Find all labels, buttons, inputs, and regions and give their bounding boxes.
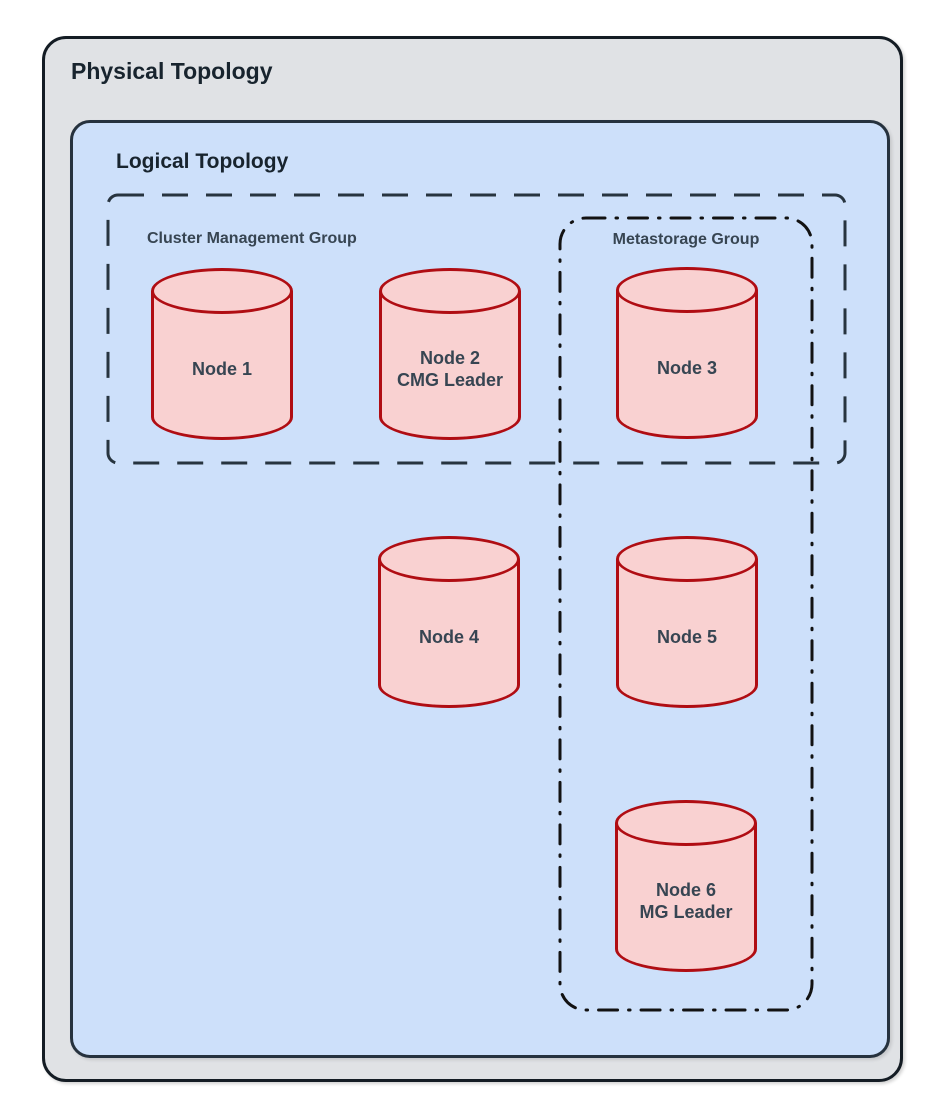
node-4-name: Node 4 <box>418 627 479 647</box>
node-2-shape: Node 2 CMG Leader <box>379 268 521 440</box>
node-5-shape: Node 5 <box>616 536 758 708</box>
node-2-cylinder-top <box>379 268 521 314</box>
node-1-cylinder-top <box>151 268 293 314</box>
node-1-shape: Node 1 <box>151 268 293 440</box>
node-3-cylinder-body <box>616 290 758 439</box>
node-4-label: Node 4 <box>382 566 516 708</box>
metastorage-group-label: Metastorage Group <box>612 231 760 248</box>
node-6-cylinder-top <box>615 800 757 846</box>
node-5-cylinder-body <box>616 559 758 708</box>
node-2-role: CMG Leader <box>396 370 504 390</box>
node-6-shape: Node 6 MG Leader <box>615 800 757 972</box>
node-6-role: MG Leader <box>639 902 733 922</box>
node-3-name: Node 3 <box>656 358 717 378</box>
node-4-cylinder-body <box>378 559 520 708</box>
node-3-label: Node 3 <box>620 297 754 439</box>
node-6-label: Node 6 MG Leader <box>619 830 753 972</box>
cluster-management-group-label: Cluster Management Group <box>147 230 357 247</box>
node-1-name: Node 1 <box>191 359 252 379</box>
logical-topology-title: Logical Topology <box>116 150 289 173</box>
node-1-label: Node 1 <box>155 298 289 440</box>
node-2-cylinder-body <box>379 291 521 440</box>
node-1-cylinder-body <box>151 291 293 440</box>
node-4-cylinder-top <box>378 536 520 582</box>
node-2-name: Node 2 <box>419 348 480 368</box>
node-5-name: Node 5 <box>656 627 717 647</box>
node-5-cylinder-top <box>616 536 758 582</box>
node-3-shape: Node 3 <box>616 267 758 439</box>
node-6-cylinder-body <box>615 823 757 972</box>
node-5-label: Node 5 <box>620 566 754 708</box>
node-3-cylinder-top <box>616 267 758 313</box>
node-2-label: Node 2 CMG Leader <box>383 298 517 440</box>
physical-topology-title: Physical Topology <box>71 58 273 84</box>
node-6-name: Node 6 <box>655 880 716 900</box>
node-4-shape: Node 4 <box>378 536 520 708</box>
